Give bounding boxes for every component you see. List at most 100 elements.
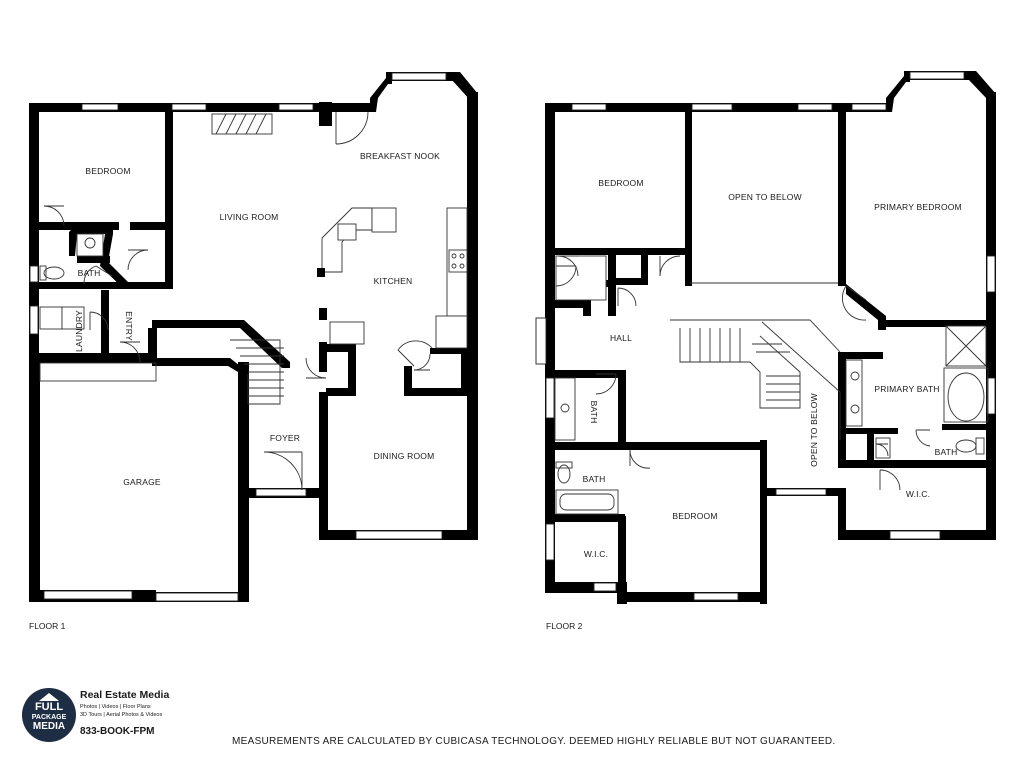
pantry-shelf	[329, 321, 365, 345]
wall	[69, 226, 130, 289]
washer	[39, 306, 63, 330]
brand-phone: 833-BOOK-FPM	[80, 726, 155, 737]
floor2-label: FLOOR 2	[546, 621, 583, 631]
door[interactable]	[397, 340, 433, 367]
room-label-bath: BATH	[583, 474, 606, 484]
room-label-primary-bedroom: PRIMARY BEDROOM	[874, 202, 962, 212]
door[interactable]	[557, 255, 579, 277]
room-label-breakfast-nook: BREAKFAST NOOK	[360, 151, 440, 161]
toilet-bowl	[43, 266, 65, 280]
wall	[430, 348, 477, 354]
door[interactable]	[595, 373, 617, 395]
burner	[451, 253, 457, 259]
door[interactable]	[119, 341, 141, 363]
wall	[545, 300, 585, 308]
burner	[451, 263, 457, 269]
wall	[404, 388, 477, 396]
shower-drain	[945, 325, 987, 367]
wall	[29, 222, 119, 230]
window	[775, 488, 827, 496]
door[interactable]	[915, 429, 931, 447]
tub-inner	[559, 493, 615, 511]
door[interactable]	[127, 249, 149, 271]
refrigerator	[435, 315, 468, 349]
window	[29, 265, 39, 283]
window	[889, 530, 941, 540]
room-label-open-to-below: OPEN TO BELOW	[728, 192, 802, 202]
column	[317, 268, 325, 277]
sink	[850, 404, 860, 414]
wall	[760, 440, 767, 604]
wall	[326, 388, 356, 396]
door[interactable]	[89, 311, 109, 331]
stairs	[670, 319, 841, 409]
wall	[608, 278, 648, 285]
logo-text-line2: PACKAGE	[31, 714, 67, 721]
window	[535, 317, 547, 365]
room-label-bedroom: BEDROOM	[672, 511, 717, 521]
door[interactable]	[43, 205, 65, 227]
sink	[560, 403, 570, 413]
wall	[545, 103, 555, 593]
room-label-bath: BATH	[935, 447, 958, 457]
wall	[148, 328, 157, 363]
room-label-bath: BATH	[78, 268, 101, 278]
room-label-kitchen: KITCHEN	[374, 276, 413, 286]
brand-title: Real Estate Media	[80, 689, 170, 701]
wall	[846, 284, 886, 330]
door[interactable]	[263, 451, 303, 491]
door[interactable]	[617, 287, 637, 307]
wall	[319, 308, 327, 320]
door[interactable]	[413, 353, 431, 371]
door[interactable]	[305, 357, 327, 379]
window	[355, 530, 443, 540]
wall	[838, 488, 846, 538]
wall	[348, 344, 356, 394]
brand-block: FULL PACKAGE MEDIA Real Estate Media Pho…	[22, 688, 212, 748]
fireplace	[211, 113, 273, 135]
burner	[459, 263, 465, 269]
wall	[618, 442, 766, 450]
sink	[850, 371, 860, 381]
door[interactable]	[629, 449, 651, 469]
wall	[319, 392, 328, 538]
window	[693, 592, 739, 601]
wall	[461, 348, 469, 390]
wall	[130, 222, 173, 230]
bathtub	[947, 372, 985, 422]
wall	[152, 358, 248, 372]
window	[391, 72, 447, 81]
window	[81, 103, 119, 111]
door[interactable]	[842, 285, 867, 321]
window	[29, 305, 39, 335]
toilet-bowl	[955, 439, 977, 453]
wall	[165, 110, 173, 282]
door[interactable]	[879, 469, 901, 491]
brand-services-2: 3D Tours | Aerial Photos & Videos	[80, 712, 163, 718]
linen-cabinet	[555, 255, 607, 301]
room-label-wic: W.I.C.	[906, 489, 930, 499]
wall	[942, 424, 996, 430]
window	[909, 71, 965, 80]
wall	[641, 254, 648, 285]
room-label-bedroom: BEDROOM	[598, 178, 643, 188]
floor2-plan: BEDROOM OPEN TO BELOW PRIMARY BEDROOM HA…	[535, 71, 996, 631]
wall	[838, 460, 996, 468]
door[interactable]	[555, 265, 577, 287]
room-label-open-to-below: OPEN TO BELOW	[809, 393, 819, 467]
wall	[838, 352, 883, 359]
door[interactable]	[335, 111, 369, 145]
wall	[29, 362, 40, 602]
room-label-laundry: LAUNDRY	[74, 310, 84, 352]
door[interactable]	[659, 255, 681, 277]
room-label-wic: W.I.C.	[584, 549, 608, 559]
bath-sink	[84, 237, 96, 249]
logo-text-line1: FULL	[34, 701, 64, 713]
door[interactable]	[83, 265, 113, 285]
floor1-label: FLOOR 1	[29, 621, 66, 631]
wall	[838, 110, 846, 286]
brand-logo: FULL PACKAGE MEDIA	[22, 688, 76, 742]
burner	[459, 253, 465, 259]
window	[797, 103, 833, 111]
door[interactable]	[875, 443, 889, 457]
